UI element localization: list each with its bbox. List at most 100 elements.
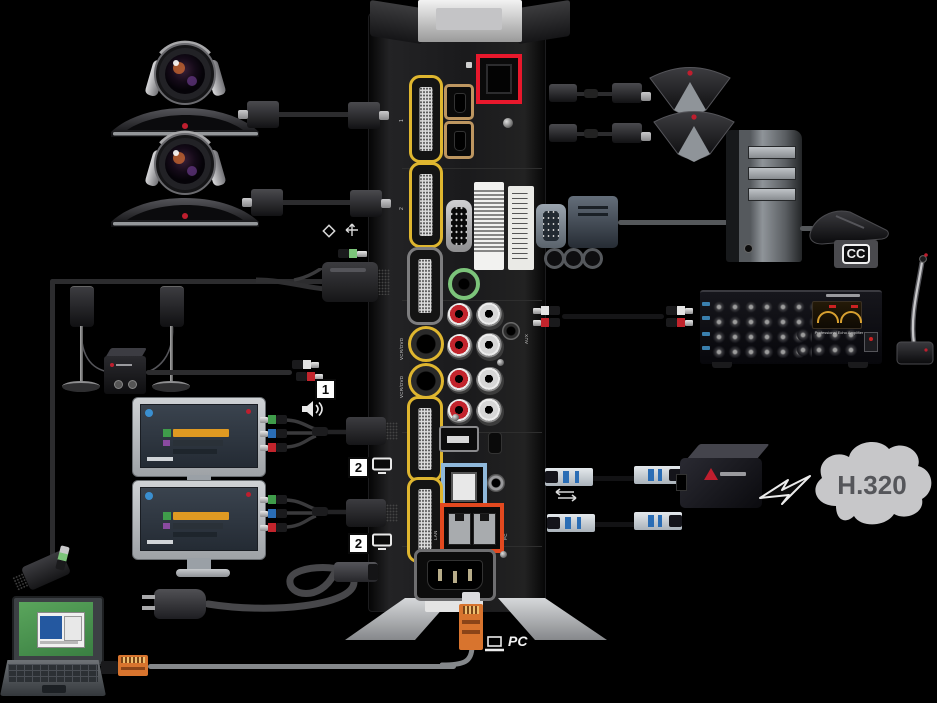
isdn-module bbox=[676, 458, 762, 508]
mic1-ferrite bbox=[584, 89, 598, 98]
wan-jack bbox=[486, 64, 512, 94]
module-port bbox=[676, 474, 687, 491]
podium-microphone bbox=[896, 253, 934, 365]
drive-bay bbox=[748, 167, 796, 180]
db9-face bbox=[543, 211, 559, 241]
content-dvi-connector bbox=[322, 262, 390, 302]
net-connector-1b bbox=[634, 466, 682, 484]
vu-peak-mark bbox=[829, 305, 836, 308]
monitor2-neck bbox=[187, 558, 211, 569]
vcr-dvd-label-1: VCR/DVD bbox=[399, 337, 404, 360]
speaker-base-1 bbox=[62, 381, 100, 392]
monitor1-connection-number: 2 bbox=[348, 457, 369, 478]
power-cord-c13-connector bbox=[334, 562, 378, 582]
pc-port-label: PC bbox=[503, 533, 508, 540]
lan-port-label: LAN bbox=[433, 530, 438, 540]
plug-tip bbox=[311, 361, 319, 368]
connector-stripe bbox=[565, 517, 571, 529]
plug-body bbox=[338, 249, 349, 258]
monitor2-dvi-port bbox=[407, 477, 443, 563]
plug-band bbox=[268, 523, 276, 532]
menu-bar bbox=[173, 523, 223, 529]
plug-band bbox=[307, 372, 315, 381]
amp-panel-text: Professional Echo Amplifier bbox=[814, 330, 864, 335]
rca-audio-in-red-2 bbox=[447, 334, 473, 360]
camera1-port-label: 1 bbox=[399, 118, 405, 122]
plug-band bbox=[303, 360, 311, 369]
content-swap-icon bbox=[345, 223, 358, 236]
component-plug-green-2 bbox=[260, 495, 287, 504]
rca-audio-in-white-1 bbox=[476, 302, 504, 330]
h320-text: H.320 bbox=[837, 470, 906, 500]
screen-logo-dot bbox=[145, 409, 153, 417]
laptop-keyboard bbox=[8, 664, 98, 682]
speaker-stand-1 bbox=[80, 326, 83, 382]
dvi-metal-end bbox=[11, 572, 29, 592]
plug-tip bbox=[533, 319, 541, 326]
window-panel-light bbox=[64, 616, 82, 641]
rca-audio-in-red-1 bbox=[447, 303, 473, 329]
plug-tip bbox=[260, 510, 268, 517]
laptop-desktop bbox=[19, 602, 93, 656]
speaker-base-2 bbox=[152, 381, 190, 392]
security-slot bbox=[488, 432, 502, 454]
mic2-connector-a bbox=[549, 124, 577, 142]
menu-purple-dot bbox=[163, 440, 170, 446]
vcr-dvd-label-2: VCR/DVD bbox=[399, 375, 404, 398]
connector-stripe bbox=[648, 469, 654, 481]
usb-port bbox=[439, 426, 479, 452]
monitor-1 bbox=[132, 397, 266, 477]
db9-pins bbox=[451, 207, 467, 245]
menu-bar bbox=[173, 532, 217, 537]
camera1-cable bbox=[276, 112, 352, 117]
dvi-metal-end bbox=[386, 504, 398, 522]
connector-pin bbox=[242, 198, 252, 207]
plug-prong bbox=[142, 606, 155, 610]
plug-body bbox=[296, 372, 307, 381]
vu-gauge bbox=[817, 311, 839, 323]
connector-stripe bbox=[658, 515, 662, 527]
ethernet-contacts bbox=[463, 606, 479, 614]
audio-amplifier: Professional Echo Amplifier bbox=[700, 290, 882, 364]
plug-tip bbox=[260, 496, 268, 503]
table-microphone-2 bbox=[653, 111, 735, 162]
plug-body bbox=[276, 415, 287, 424]
laptop-screen bbox=[12, 596, 104, 666]
screen-text-bar bbox=[147, 457, 173, 461]
isdn-jack bbox=[451, 472, 477, 502]
audio-line-in-jack bbox=[448, 268, 480, 300]
speaker-icon bbox=[302, 401, 323, 417]
monitor1-dvi-port bbox=[407, 396, 443, 482]
plug-band bbox=[268, 429, 276, 438]
screen-text-bar bbox=[147, 540, 173, 544]
codec-bottom-slot bbox=[462, 592, 480, 604]
dvi-metal-end bbox=[378, 269, 390, 295]
aux-jack bbox=[502, 322, 520, 340]
monitor2-ferrite bbox=[312, 507, 328, 516]
plug-tip bbox=[533, 307, 541, 314]
serial-cable-db9-connector bbox=[536, 204, 566, 248]
dvi-slot bbox=[418, 489, 432, 551]
menu-green-dot bbox=[163, 512, 171, 520]
amplifier-rca-cable bbox=[562, 314, 664, 319]
amp-power-switch bbox=[864, 332, 878, 352]
window-panel-blue bbox=[40, 616, 62, 639]
subwoofer bbox=[104, 356, 146, 394]
plug-tip bbox=[260, 524, 268, 531]
lan-jack bbox=[448, 513, 471, 545]
monitor-icon-1 bbox=[372, 457, 392, 474]
connector-pin bbox=[238, 110, 248, 119]
monitor1-ferrite bbox=[312, 427, 328, 436]
speaker-stand-2 bbox=[170, 326, 173, 382]
codec-top-right-wing bbox=[518, 0, 570, 45]
jack-notch bbox=[455, 514, 464, 521]
rca-audio-out-white-2 bbox=[476, 398, 504, 426]
plug-tip bbox=[357, 250, 367, 257]
codec-handle-inset bbox=[436, 8, 502, 30]
screen-red-dot bbox=[246, 409, 251, 414]
dvi-slot bbox=[418, 408, 432, 470]
rca-audio-in-white-2 bbox=[476, 333, 504, 361]
firewire-port-2 bbox=[444, 121, 474, 159]
monitor1-screen bbox=[140, 404, 258, 468]
plug-body bbox=[276, 523, 287, 532]
